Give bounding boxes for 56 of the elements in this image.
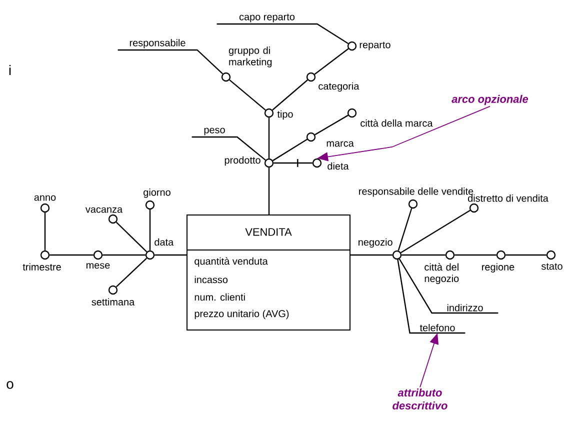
attribute-label: tipo (277, 110, 293, 120)
connector-line (44, 212, 46, 250)
optional-edge (274, 159, 312, 167)
connector-line (268, 118, 270, 158)
descriptive-attribute: indirizzo (447, 304, 483, 312)
attribute-label: regione (482, 263, 514, 272)
attribute-label: trimestre (22, 263, 61, 270)
connector-line (397, 259, 466, 334)
attribute-label: marca (326, 141, 354, 147)
text-fragment: i (9, 64, 11, 76)
attribute-label: categoria (318, 82, 360, 92)
connector-line (272, 80, 308, 110)
attribute-label: reparto (360, 42, 390, 50)
connector-line (216, 23, 348, 44)
connector-line (272, 138, 308, 162)
connector-line (454, 254, 496, 256)
descriptive-attribute: responsabile (130, 39, 186, 48)
attribute-label: gruppo di marketing (228, 46, 272, 68)
attribute-label: città della marca (360, 119, 433, 127)
connector-line (102, 254, 146, 256)
attribute-label: data (154, 238, 174, 246)
descriptive-attribute: telefono (420, 324, 455, 332)
text-fragment: o (6, 381, 14, 389)
attribute-label: giorno (144, 188, 170, 198)
connector-line (398, 208, 412, 251)
annotation: arco opzionale (452, 94, 528, 106)
connector-line (116, 258, 148, 288)
attribute-label: settimana (92, 298, 135, 306)
connector-line (154, 254, 186, 256)
connector-line (314, 48, 349, 75)
attribute-label: dieta (328, 162, 349, 170)
annotation: attributo descrittivo (392, 388, 448, 410)
connector-line (116, 222, 148, 252)
attribute-label: prodotto (224, 156, 260, 166)
connector-line (398, 258, 498, 314)
attribute-label: stato (541, 263, 562, 270)
descriptive-attribute: capo reparto (239, 14, 295, 22)
attribute-label: mese (86, 263, 110, 269)
connector-line (314, 114, 348, 136)
connector-line (50, 254, 94, 256)
connector-line (229, 80, 266, 110)
fact-box: VENDITA quantità venduta incasso num. clienti prezzo unitario (AVG) (186, 214, 350, 330)
attribute-label: negozio (358, 238, 392, 248)
connector-line (268, 168, 270, 214)
connector-line (402, 254, 446, 256)
attribute-label: città del negozio (424, 263, 459, 284)
descriptive-attribute: peso (204, 128, 225, 136)
attribute-label: anno (34, 195, 56, 201)
attribute-label: distretto di vendita (468, 194, 548, 202)
connector-line (506, 254, 546, 256)
connector-line (192, 136, 266, 161)
connector-line (149, 210, 151, 250)
connector-line (118, 49, 224, 74)
connector-line (350, 254, 392, 256)
attribute-label: vacanza (85, 207, 123, 213)
connector-line (400, 210, 470, 254)
